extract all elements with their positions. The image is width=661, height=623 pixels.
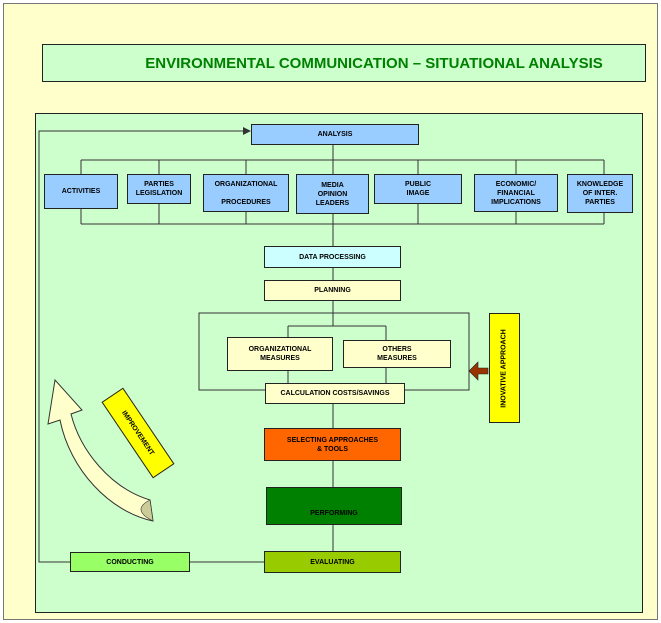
others-measures-label: OTHERS MEASURES	[377, 346, 417, 362]
conducting-box: CONDUCTING	[70, 552, 190, 572]
planning-box: PLANNING	[264, 280, 401, 301]
data-processing-label: DATA PROCESSING	[299, 253, 366, 261]
public-image-box: PUBLIC IMAGE	[374, 174, 462, 204]
diagram-title: ENVIRONMENTAL COMMUNICATION – SITUATIONA…	[145, 54, 603, 72]
knowledge-inter-parties-box: KNOWLEDGE OF INTER. PARTIES	[567, 174, 633, 213]
analysis-label: ANALYSIS	[317, 131, 353, 138]
performing-label: PERFORMING	[310, 510, 358, 517]
organizational-measures-label: ORGANIZATIONAL MEASURES	[248, 346, 312, 362]
parties-legislation-label: PARTIES LEGISLATION	[135, 181, 183, 197]
selecting-approaches-label: SELECTING APPROACHES & TOOLS	[286, 436, 379, 453]
evaluating-label: EVALUATING	[310, 558, 355, 566]
conducting-label: CONDUCTING	[106, 558, 154, 566]
planning-label: PLANNING	[314, 287, 351, 294]
title-banner: ENVIRONMENTAL COMMUNICATION – SITUATIONA…	[42, 44, 646, 82]
knowledge-inter-parties-label: KNOWLEDGE OF INTER. PARTIES	[576, 181, 624, 206]
economic-financial-label: ECONOMIC/ FINANCIAL IMPLICATIONS	[491, 180, 541, 206]
data-processing-box: DATA PROCESSING	[264, 246, 401, 268]
organizational-procedures-box: ORGANIZATIONAL PROCEDURES	[203, 174, 289, 212]
parties-legislation-box: PARTIES LEGISLATION	[127, 174, 191, 204]
media-opinion-leaders-label: MEDIA OPINION LEADERS	[315, 181, 350, 207]
selecting-approaches-box: SELECTING APPROACHES & TOOLS	[264, 428, 401, 461]
organizational-procedures-label: ORGANIZATIONAL PROCEDURES	[214, 180, 278, 206]
activities-box: ACTIVITIES	[44, 174, 118, 209]
evaluating-box: EVALUATING	[264, 551, 401, 573]
calculation-costs-label: CALCULATION COSTS/SAVINGS	[280, 390, 390, 397]
others-measures-box: OTHERS MEASURES	[343, 340, 451, 368]
calculation-costs-box: CALCULATION COSTS/SAVINGS	[265, 383, 405, 404]
economic-financial-box: ECONOMIC/ FINANCIAL IMPLICATIONS	[474, 174, 558, 212]
organizational-measures-box: ORGANIZATIONAL MEASURES	[227, 337, 333, 371]
inovative-approach-label: INOVATIVE APPROACH	[501, 328, 508, 408]
public-image-label: PUBLIC IMAGE	[404, 181, 432, 197]
inovative-approach-box: INOVATIVE APPROACH	[489, 313, 520, 423]
activities-label: ACTIVITIES	[61, 188, 101, 195]
media-opinion-leaders-box: MEDIA OPINION LEADERS	[296, 174, 369, 214]
analysis-box: ANALYSIS	[251, 124, 419, 145]
performing-box: PERFORMING	[266, 487, 402, 525]
